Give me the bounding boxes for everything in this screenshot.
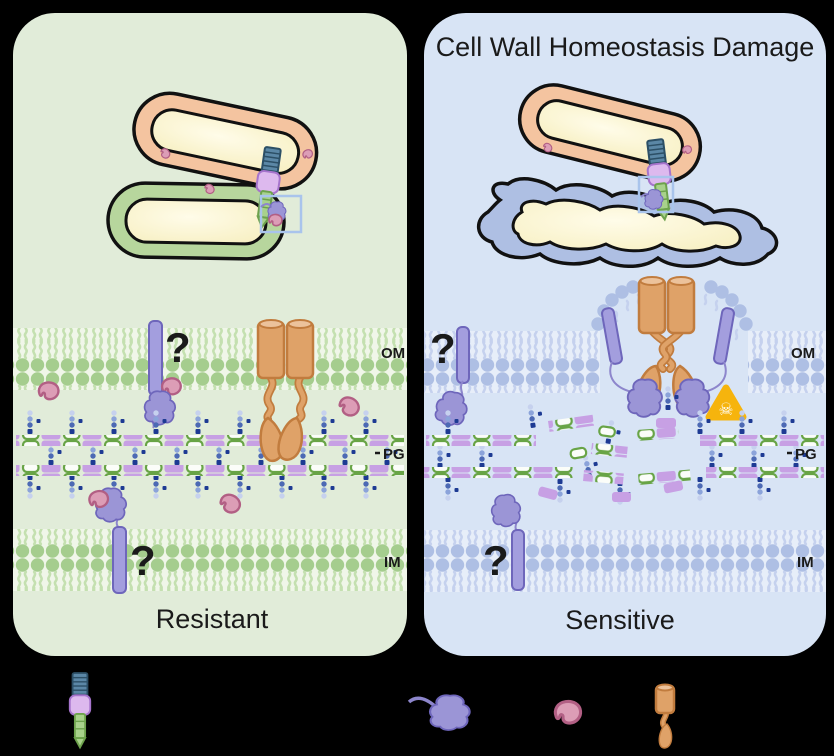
om-label-left: OM xyxy=(381,345,405,362)
pg-strand xyxy=(16,465,404,476)
question-mark-im-left: ? xyxy=(130,537,156,584)
panel-resistant: OM ? PG xyxy=(13,13,407,656)
legend xyxy=(68,672,676,750)
panel-sensitive: Cell Wall Homeostasis Damage xyxy=(424,13,826,656)
om-barrel-complex-left xyxy=(256,319,315,423)
unknown-om-protein-left xyxy=(148,320,163,396)
flanking-protein xyxy=(601,307,623,365)
attacking-effector-blob xyxy=(626,378,663,418)
immunity-blob-om-left xyxy=(143,390,177,426)
panel-sensitive-background xyxy=(424,13,826,656)
pg-label-right: PG xyxy=(795,446,817,463)
om-barrel-protein-icon xyxy=(654,683,676,750)
unknown-om-protein-right xyxy=(456,326,470,384)
outer-membrane-left: OM xyxy=(13,328,407,390)
injection-site-box xyxy=(637,175,675,214)
pg-label-left: PG xyxy=(383,446,405,463)
target-bacterium-resistant xyxy=(106,181,286,261)
im-label-right: IM xyxy=(797,554,814,571)
periplasmic-cargo-icon xyxy=(550,695,586,729)
pg-strand xyxy=(16,435,404,446)
effector-protein-icon xyxy=(407,694,471,732)
im-label-left: IM xyxy=(384,554,401,571)
injection-site-box xyxy=(259,194,303,234)
inner-membrane-right: IM xyxy=(424,530,826,592)
peptidoglycan-right: PG xyxy=(424,402,824,505)
peptidoglycan-left: PG xyxy=(16,410,405,499)
t6ss-spike-icon xyxy=(68,672,92,749)
unknown-im-protein-left xyxy=(112,526,127,594)
question-mark-om-left: ? xyxy=(165,324,191,371)
resistant-label: Resistant xyxy=(156,604,269,634)
flanking-protein xyxy=(713,307,735,365)
om-label-right: OM xyxy=(791,345,815,362)
question-mark-om-right: ? xyxy=(430,325,456,372)
attacking-effector-blob xyxy=(674,378,711,418)
sensitive-label: Sensitive xyxy=(565,605,675,635)
panel-title: Cell Wall Homeostasis Damage xyxy=(436,32,815,62)
skull-icon: ☠ xyxy=(718,400,733,419)
warning-triangle: ☠ xyxy=(705,384,747,421)
question-mark-im-right: ? xyxy=(483,537,509,584)
unknown-im-protein-right xyxy=(511,529,525,591)
target-bacterium-sensitive xyxy=(477,177,779,268)
om-barrel-complex-right xyxy=(609,276,727,428)
outer-membrane-right: OM xyxy=(424,280,826,393)
inner-membrane-left: IM xyxy=(13,529,407,591)
